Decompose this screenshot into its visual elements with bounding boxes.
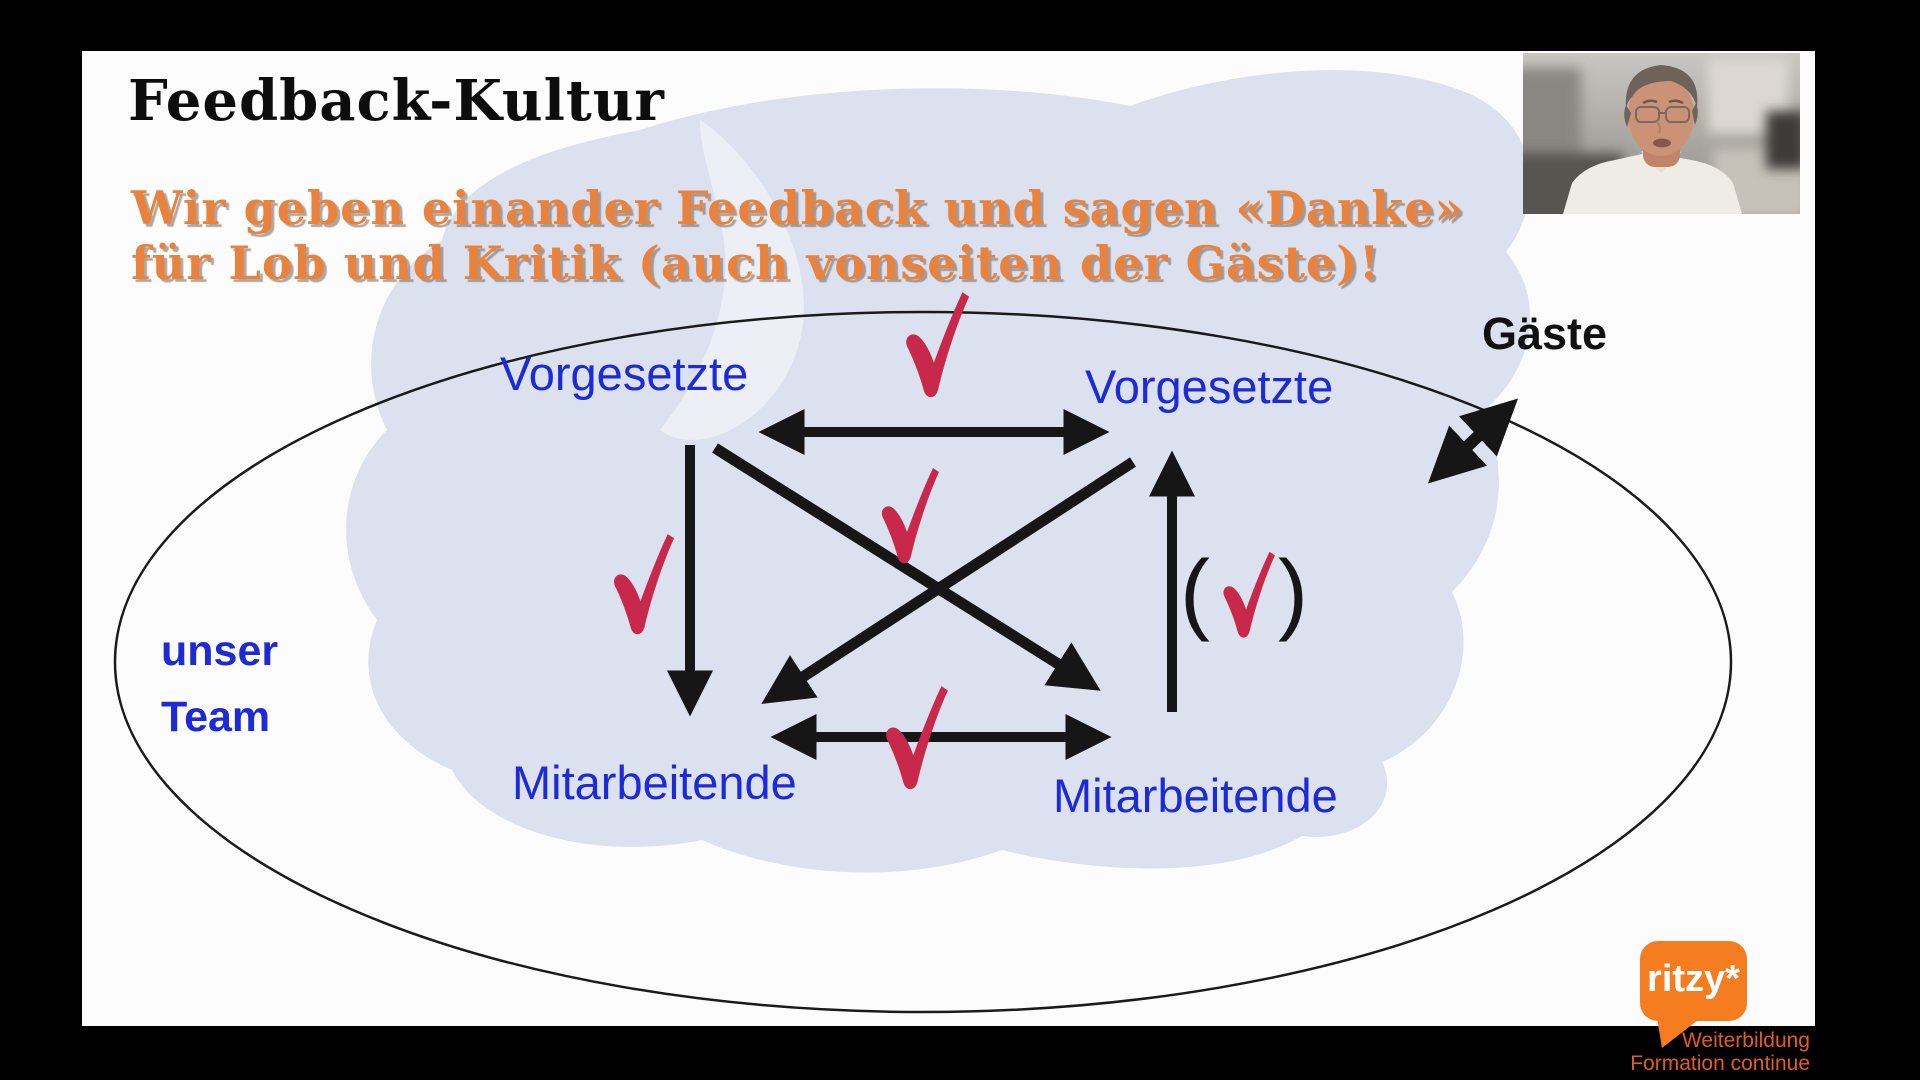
guests-label: Gäste <box>1482 308 1608 359</box>
presenter-illustration <box>1523 53 1800 214</box>
team-label: unser Team <box>161 618 278 750</box>
node-mitarbeitende-left: Mitarbeitende <box>512 756 797 809</box>
hair <box>1625 65 1698 109</box>
mouth <box>1653 138 1671 148</box>
optional-check-close-paren: ) <box>1278 543 1308 643</box>
node-vorgesetzte-left: Vorgesetzte <box>500 347 749 400</box>
node-vorgesetzte-right: Vorgesetzte <box>1085 360 1334 413</box>
ritzy-logo-tail <box>1656 1012 1698 1048</box>
optional-check-open-paren: ( <box>1180 543 1210 643</box>
subtitle-line-1: Wir geben einander Feedback und sagen «D… <box>131 181 1465 235</box>
head <box>1628 74 1694 156</box>
subtitle-line-2: für Lob und Kritik (auch vonseiten der G… <box>131 236 1381 290</box>
team-label-line2: Team <box>161 693 271 741</box>
ritzy-tagline: Weiterbildung Formation continue <box>1500 1029 1810 1075</box>
shirt <box>1563 152 1742 214</box>
tagline-line1: Weiterbildung <box>1681 1029 1810 1052</box>
page-title: Feedback-Kultur <box>128 68 665 134</box>
node-mitarbeitende-right: Mitarbeitende <box>1053 769 1338 822</box>
glasses-left-lens <box>1635 106 1660 123</box>
monitor-silhouette <box>1766 111 1800 169</box>
team-label-line1: unser <box>161 627 279 675</box>
ritzy-logo: ritzy* <box>1640 941 1747 1021</box>
tagline-line2: Formation continue <box>1630 1052 1810 1075</box>
glasses-right-lens <box>1665 106 1690 123</box>
webcam-video[interactable] <box>1523 53 1800 214</box>
